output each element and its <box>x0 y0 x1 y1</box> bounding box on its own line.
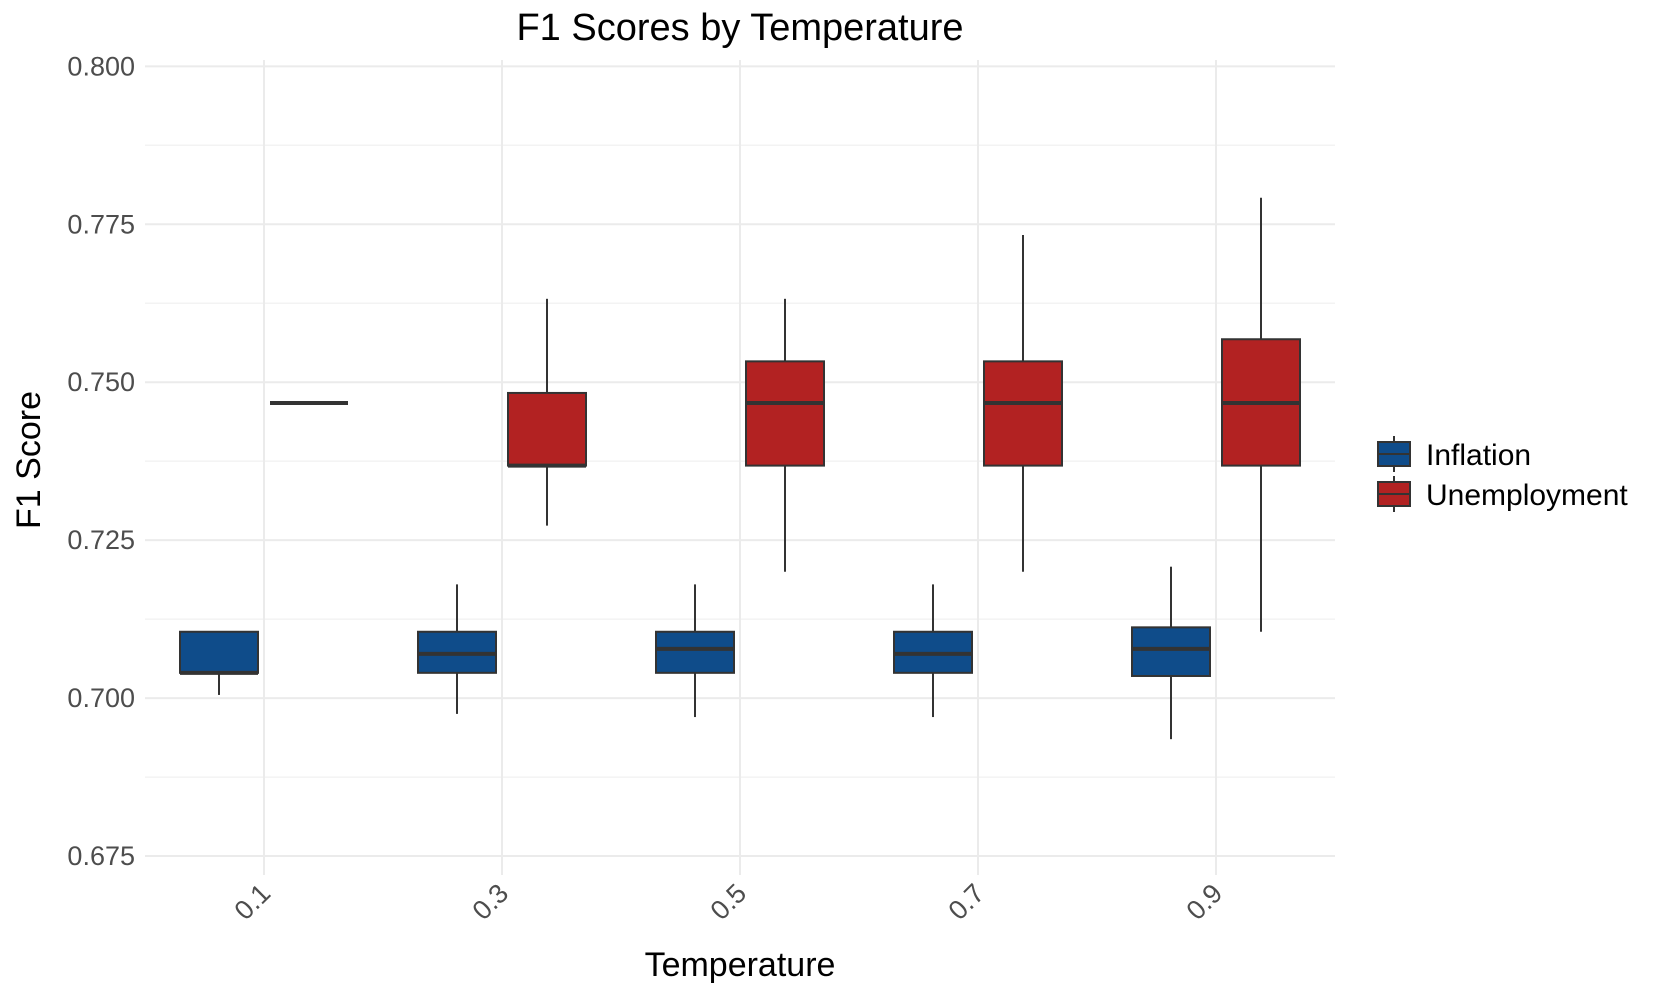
legend-item-inflation: Inflation <box>1377 436 1531 472</box>
box-iqr <box>507 391 587 467</box>
legend-item-unemployment: Unemployment <box>1377 476 1628 512</box>
box-iqr <box>1131 626 1211 677</box>
legend: Inflation Unemployment <box>1377 436 1628 512</box>
chart-title: F1 Scores by Temperature <box>516 7 963 49</box>
y-tick-label: 0.675 <box>67 841 135 871</box>
x-tick-label: 0.3 <box>466 878 514 926</box>
box-unemployment-0.3 <box>507 298 587 526</box>
box-unemployment-0.5 <box>745 298 825 572</box>
y-tick-label: 0.800 <box>67 51 135 81</box>
box-inflation-0.1 <box>179 630 259 695</box>
box-iqr <box>745 360 825 467</box>
x-tick-label: 0.7 <box>942 878 990 926</box>
grid-layer <box>145 60 1335 875</box>
y-tick-label: 0.700 <box>67 683 135 713</box>
y-tick-label: 0.775 <box>67 209 135 239</box>
box-unemployment-0.7 <box>983 235 1063 572</box>
box-inflation-0.5 <box>655 584 735 718</box>
y-tick-label: 0.725 <box>67 525 135 555</box>
x-tick-label: 0.1 <box>228 878 276 926</box>
box-iqr <box>179 630 259 674</box>
box-inflation-0.9 <box>1131 566 1211 740</box>
box-inflation-0.3 <box>417 584 497 714</box>
x-tick-label: 0.9 <box>1180 878 1228 926</box>
legend-label-unemployment: Unemployment <box>1426 479 1628 512</box>
legend-label-inflation: Inflation <box>1426 439 1531 472</box>
box-inflation-0.7 <box>893 584 973 718</box>
y-axis-title: F1 Score <box>10 391 48 529</box>
x-axis-title: Temperature <box>645 946 836 984</box>
x-tick-label: 0.5 <box>704 878 752 926</box>
box-unemployment-0.9 <box>1221 197 1301 632</box>
box-layer <box>179 197 1301 740</box>
axis-layer: 0.675 0.700 0.725 0.750 0.775 0.800 0.1 0.3 0.5 0… <box>67 51 1228 925</box>
box-iqr <box>655 630 735 674</box>
y-tick-label: 0.750 <box>67 367 135 397</box>
box-iqr <box>983 360 1063 467</box>
